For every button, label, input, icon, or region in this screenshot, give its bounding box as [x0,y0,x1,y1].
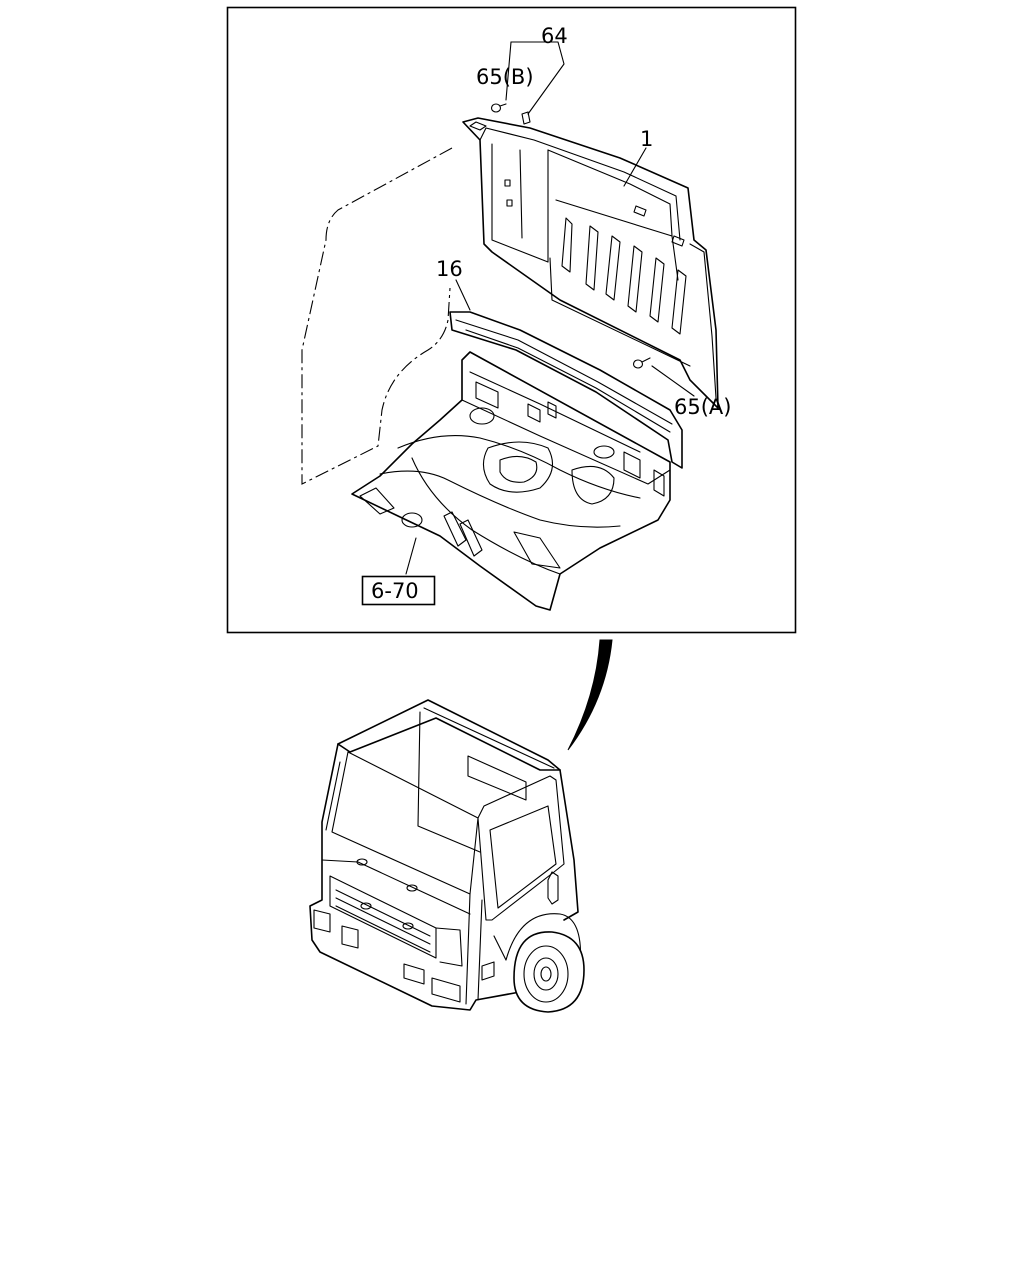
callout-16: 16 [436,257,463,281]
callout-64: 64 [541,24,568,48]
sill-strip [449,311,683,469]
clip-65b-icon [490,103,507,113]
cab-outline-phantom [301,147,453,485]
detail-frame [226,6,797,634]
back-panel [462,117,719,409]
callout-1: 1 [640,127,653,151]
reference-box-6-70[interactable]: 6-70 [361,575,436,606]
callout-65b: 65(B) [476,65,534,89]
screw-65a-icon [632,357,651,369]
floor-pan [351,351,671,611]
callout-65a: 65(A) [674,395,731,419]
leader-lines [405,41,695,575]
reference-label: 6-70 [371,579,419,603]
truck-cab-illustration [309,699,585,1013]
detail-pointer [567,639,613,751]
clip-64-icon [521,111,531,125]
